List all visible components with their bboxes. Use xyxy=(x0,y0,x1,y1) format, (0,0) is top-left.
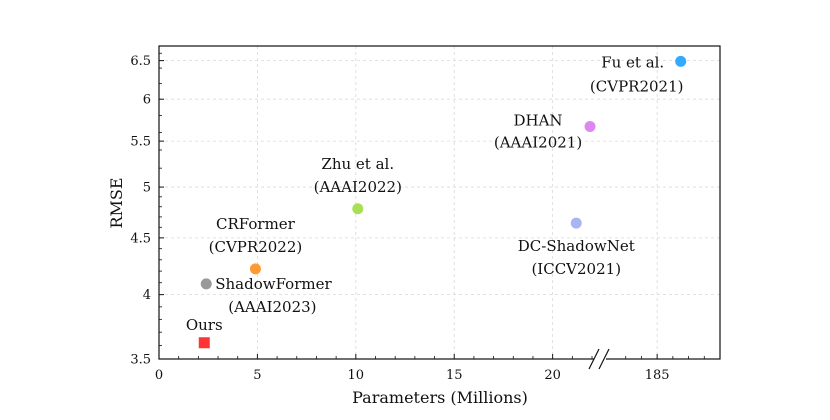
x-tick-label: 185 xyxy=(645,368,670,383)
axis-break-mark xyxy=(598,348,610,370)
axis-break-gap xyxy=(594,356,606,362)
x-axis-title: Parameters (Millions) xyxy=(352,388,528,407)
plot-frame xyxy=(158,45,721,360)
y-tick-label: 6 xyxy=(143,93,151,108)
point-fu-et-al-venue-label: (CVPR2021) xyxy=(590,77,684,95)
point-ours-label: Ours xyxy=(186,316,223,334)
y-tick-label: 4 xyxy=(143,288,151,303)
y-tick-label: 4.5 xyxy=(130,231,151,246)
point-dhan-label: DHAN xyxy=(513,111,562,129)
point-fu-et-al-marker xyxy=(675,55,687,67)
point-crformer-venue-label: (CVPR2022) xyxy=(209,238,303,256)
point-dhan-venue-label: (AAAI2021) xyxy=(494,133,582,151)
y-tick-label: 3.5 xyxy=(130,353,151,368)
point-shadowformer-marker xyxy=(200,278,212,290)
point-zhu-et-al-marker xyxy=(352,203,364,215)
x-tick-label: 10 xyxy=(348,368,365,383)
x-tick-label: 5 xyxy=(253,368,261,383)
point-shadowformer-venue-label: (AAAI2023) xyxy=(228,298,316,316)
y-tick-label: 5.5 xyxy=(130,135,151,150)
point-zhu-et-al-venue-label: (AAAI2022) xyxy=(314,178,402,196)
point-fu-et-al-label: Fu et al. xyxy=(601,53,664,71)
y-tick-label: 5 xyxy=(143,181,151,196)
point-shadowformer-label: ShadowFormer xyxy=(215,275,332,293)
y-tick-label: 6.5 xyxy=(130,54,151,69)
axis-break-mark xyxy=(588,348,600,370)
x-tick-label: 15 xyxy=(446,368,463,383)
point-zhu-et-al-label: Zhu et al. xyxy=(321,155,394,173)
point-crformer-label: CRFormer xyxy=(216,215,296,233)
point-dc-shadownet-marker xyxy=(570,217,582,229)
point-labels: Ours ShadowFormer (AAAI2023) CRFormer (CVPR2… xyxy=(186,53,684,333)
x-tick-label: 20 xyxy=(544,368,561,383)
point-dhan-marker xyxy=(584,120,596,132)
y-axis-title: RMSE xyxy=(107,177,126,228)
point-dc-shadownet-label: DC-ShadowNet xyxy=(518,237,635,255)
data-points xyxy=(198,55,687,349)
axes: 0 5 10 15 20 185 3.5 4 4.5 5 5.5 6 6.5 xyxy=(130,45,721,383)
point-crformer-marker xyxy=(249,263,261,275)
point-ours-marker xyxy=(198,337,210,349)
x-tick-label: 0 xyxy=(155,368,163,383)
point-dc-shadownet-venue-label: (ICCV2021) xyxy=(531,260,621,278)
